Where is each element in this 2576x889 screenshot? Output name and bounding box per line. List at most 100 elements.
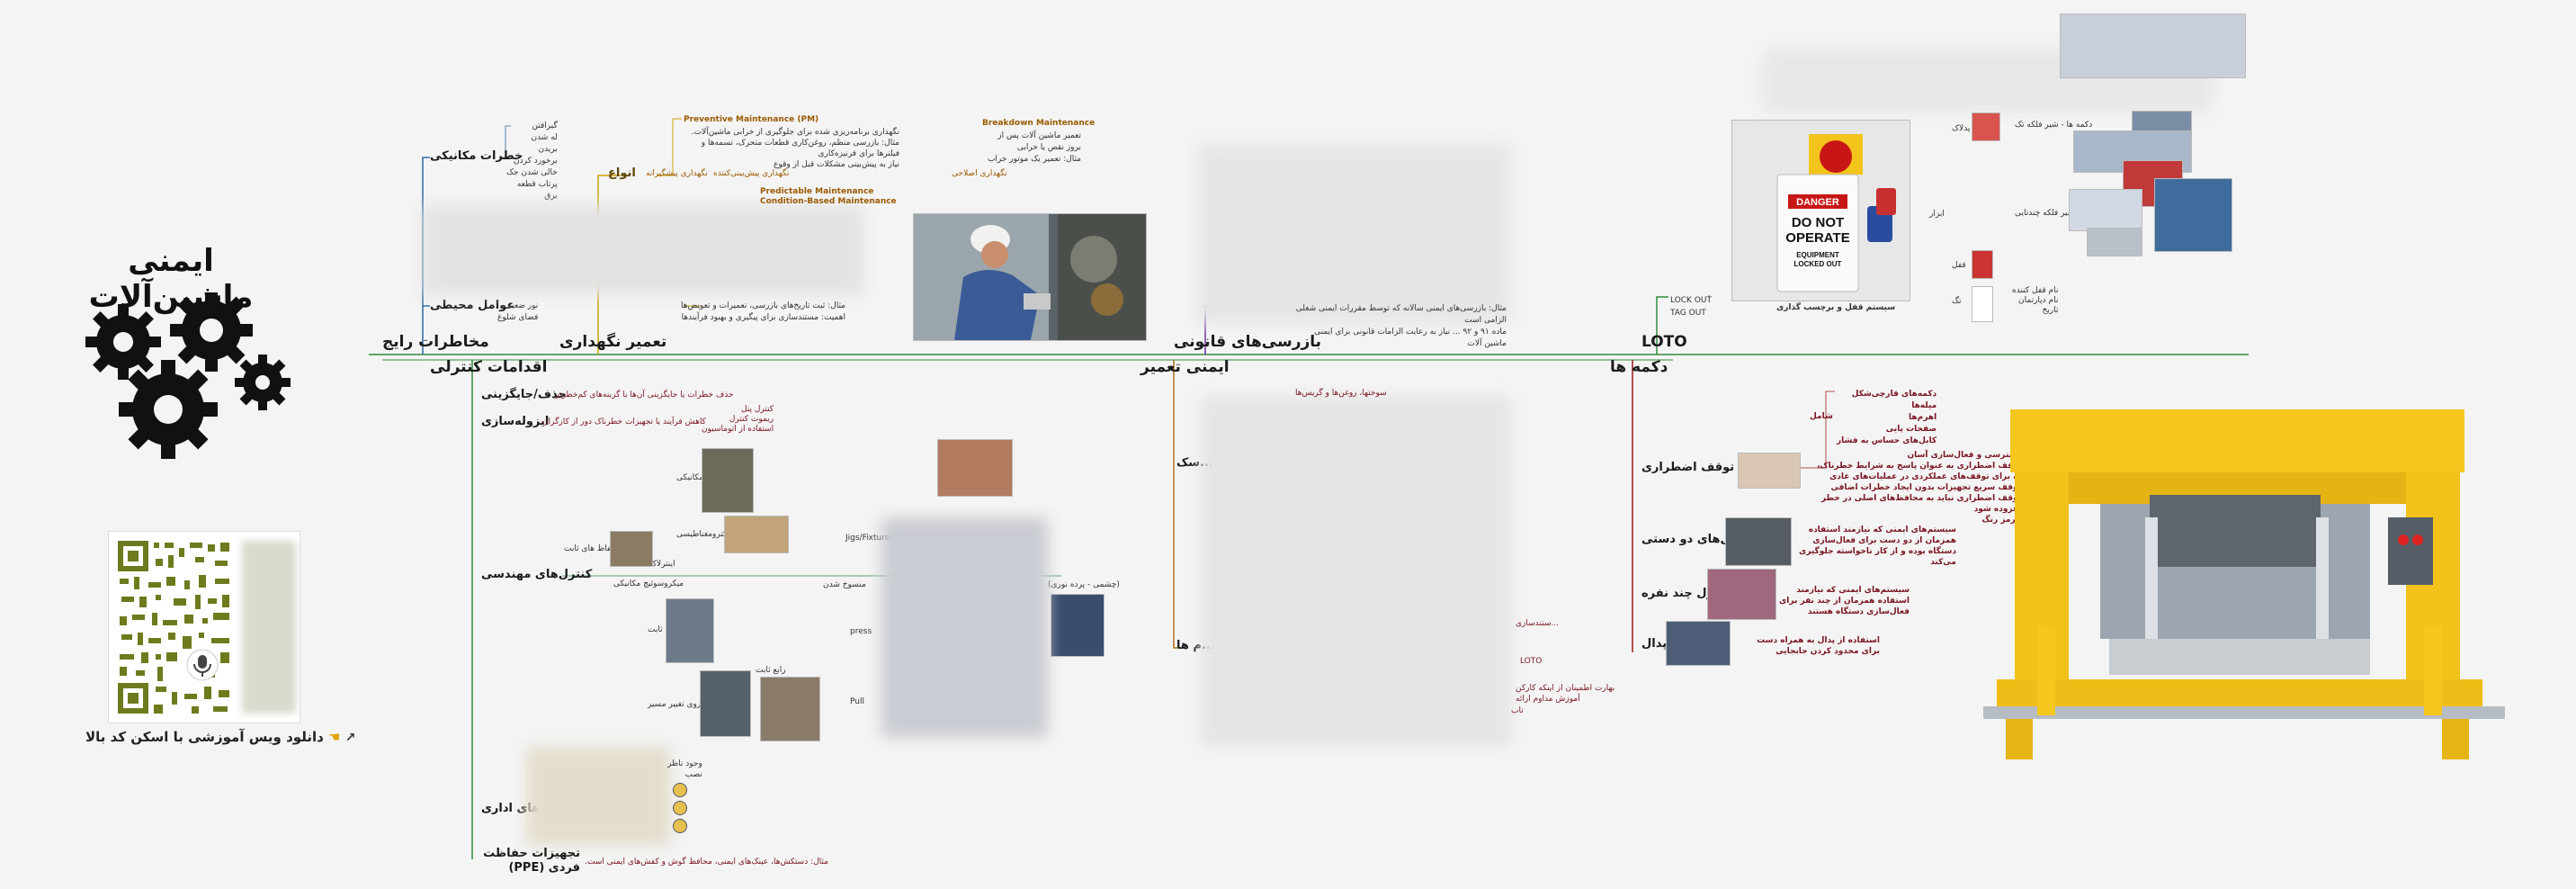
machine-image [1983, 409, 2505, 759]
qr-code-icon [116, 539, 296, 715]
node-maintenance-types[interactable]: انواع [608, 166, 636, 180]
note-line: توقف اضطراری به عنوان پاسخ به شرایط خطرن… [1816, 462, 2021, 481]
list-item: برخورد کردن [513, 157, 558, 166]
label-predictable-en: Predictable Maintenance [760, 187, 874, 196]
pedal-note: استفاده از پدال به همراه دست برای محدود … [1757, 636, 1880, 656]
eng-item-electromagnetic: الکترومغناطیسی [676, 530, 733, 539]
breakdown-notes: تعمیر ماشین آلات پس از بروز نقص یا خرابی… [982, 130, 1081, 166]
emergency-includes: شامل [1810, 412, 1833, 421]
node-isolation[interactable]: ایزوله‌سازی [481, 415, 550, 428]
eng-item-microswitch: میکروسوئیچ مکانیکی [613, 579, 684, 588]
branch-legal-inspection[interactable]: بازرسی‌های قانونی [1174, 333, 1322, 351]
qr-download-caption[interactable]: ↗ ☚ دانلود ویس آموزشی با اسکن کد بالا [85, 729, 355, 745]
note-line: ماده ۹۱ و ۹۲ ... نیاز به رعایت الزامات ق… [1314, 328, 1507, 348]
node-predictive: نگهداری پیش‌بینی‌کننده [713, 169, 790, 178]
warning-icon [673, 801, 687, 815]
list-item: فضای شلوغ [497, 313, 539, 322]
note-line: توقف سریع تجهیزات بدون ایجاد خطرات اضافی [1830, 483, 2021, 492]
safety-note-3: LOTO [1520, 657, 1543, 666]
blurred-region [1201, 396, 1511, 747]
node-environmental[interactable]: عوامل محیطی [430, 299, 515, 312]
qr-card[interactable] [108, 531, 300, 723]
list-item: دکمه‌های قارچی‌شکل [1851, 390, 1937, 399]
node-hasp: قفل [1952, 261, 1966, 270]
node-elimination[interactable]: حذف/جایگزینی [481, 388, 567, 401]
two-hand-note: سیستم‌های ایمنی که نیازمند استفاده همزما… [1799, 525, 1956, 567]
eng-label-obsolete: منسوخ شدن [823, 580, 866, 589]
branch-loto[interactable]: LOTO [1641, 333, 1687, 351]
tag-items: نام قفل کننده نام دپارتمان تاریخ [2012, 286, 2058, 316]
eng-item-mechanical: مکانیکی [676, 473, 704, 482]
label-condition-en: Condition-Based Maintenance [760, 197, 897, 206]
branch-buttons[interactable]: دکمه ها [1610, 358, 1668, 376]
list-item: استفاده از اتوماسیون [702, 425, 774, 434]
note-line: نیاز به پیش‌بینی مشکلات قبل از وقوع [774, 160, 899, 169]
safety-note-4: بهارت اطمینان از اینکه کارکن [1516, 684, 1615, 693]
branch-control-measures[interactable]: اقدامات کنترلی [430, 358, 548, 376]
branch-hazards[interactable]: مخاطرات رایج [382, 333, 489, 351]
external-link-icon[interactable]: ↗ [344, 731, 356, 745]
label-breakdown-en: Breakdown Maintenance [982, 119, 1096, 128]
note-line: مثال: تعمیر یک موتور خراب [987, 155, 1081, 164]
safety-note-6: تاب [1511, 706, 1524, 715]
guard-image-1 [702, 448, 754, 513]
device-image-top [2060, 13, 2246, 78]
label-tag-out: TAG OUT [1670, 309, 1706, 318]
blurred-region [526, 747, 670, 846]
label-lock-out: LOCK OUT [1670, 296, 1712, 305]
warning-icon [673, 819, 687, 833]
note-line: مثال: بازرسی‌های ایمنی سالانه که توسط مق… [1295, 304, 1507, 325]
guard-image-4 [666, 598, 714, 663]
device-image-6 [2087, 228, 2142, 256]
elimination-note: حذف خطرات یا جایگزینی آن‌ها با گزینه‌های… [555, 391, 734, 400]
eng-item-deflector: بازوی تغییر مسیر [648, 700, 706, 709]
node-pedal[interactable]: پدال [1641, 637, 1668, 651]
node-devices: ابزار [1929, 210, 1945, 219]
sign-line4: LOCKED OUT [1794, 260, 1842, 268]
note-line: مثال: ثبت تاریخ‌های بازرسی، تعمیرات و تع… [681, 301, 845, 310]
note-line: نگهداری برنامه‌ریزی شده برای جلوگیری از … [691, 128, 899, 137]
list-item: بریدن [538, 145, 558, 154]
list-item: له شدن [531, 133, 558, 142]
sign-line3: EQUIPMENT [1796, 251, 1839, 259]
eng-label-light-curtain: (چشمی - پرده نوری) [1048, 580, 1120, 589]
list-item: وجود ناظر [667, 759, 702, 768]
blurred-region [423, 205, 863, 295]
node-preventive: نگهداری پیشگیرانه [646, 169, 708, 178]
list-item: ریموت کنترل [729, 415, 774, 424]
list-item: نور ضعیف [503, 301, 539, 310]
safety-note-1: سوختها، روغن‌ها و گریس‌ها [1295, 389, 1387, 398]
list-item: میله‌ها [1911, 401, 1937, 410]
device-image-4 [2069, 189, 2142, 231]
node-ppe[interactable]: تجهیزات حفاظت فردی (PPE) [483, 847, 580, 875]
pedal-image [1666, 621, 1731, 666]
blurred-region [1196, 144, 1511, 324]
label-preventive-en: Preventive Maintenance (PM) [684, 115, 819, 124]
branch-maintenance-safety[interactable]: ایمنی تعمیر [1140, 358, 1230, 376]
list-item: نصب [684, 770, 702, 779]
emergency-items: دکمه‌های قارچی‌شکل میله‌ها اهرم‌ها صفحات… [1837, 389, 1936, 447]
loto-caption: سیستم قفل و برچسب گذاری [1776, 303, 1896, 312]
list-item: کنترل پنل [740, 405, 774, 414]
download-text: دانلود ویس آموزشی با اسکن کد بالا [85, 729, 324, 745]
two-hand-image [1725, 517, 1792, 566]
node-mechanical-hazards[interactable]: خطرات مکانیکی [430, 149, 523, 163]
blurred-region [881, 517, 1048, 738]
list-item: اهرم‌ها [1909, 413, 1937, 422]
isolation-note: کاهش فرآیند یا تجهیزات خطرناک دور از کار… [542, 418, 706, 427]
legal-notes: مثال: بازرسی‌های ایمنی سالانه که توسط مق… [1295, 303, 1507, 350]
node-tag: تگ [1952, 297, 1962, 306]
note-line: دسترسی و فعال‌سازی آسان [1907, 451, 2021, 460]
guard-image-2 [724, 516, 789, 553]
node-padlock: پدلاک [1952, 124, 1971, 133]
branch-maintenance[interactable]: تعمیر نگهداری [559, 333, 667, 351]
list-item: پرتاب قطعه [516, 180, 558, 189]
jig-image [937, 439, 1013, 497]
emergency-notes: دسترسی و فعال‌سازی آسان توقف اضطراری به … [1810, 450, 2021, 525]
padlock-image [1972, 112, 2000, 141]
node-engineering-controls[interactable]: کنترل‌های مهندسی [481, 568, 593, 581]
warning-icon [673, 783, 687, 797]
list-item: گیرافتن [532, 121, 558, 130]
gear-icon [85, 292, 291, 459]
emergency-stop-image [1738, 453, 1801, 489]
